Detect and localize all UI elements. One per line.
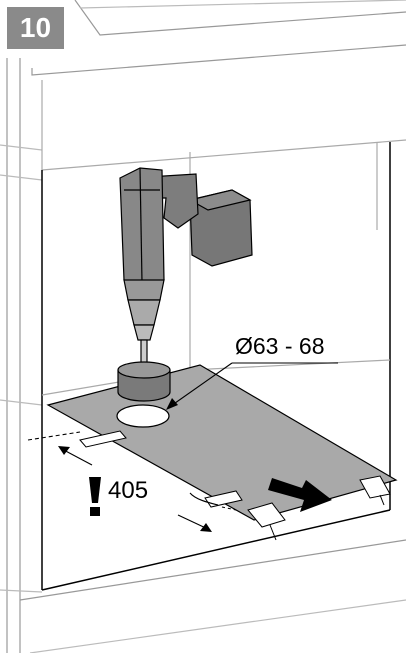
- template-plate: [46, 364, 398, 541]
- step-number-badge: 10: [7, 7, 64, 49]
- plate-tab: [204, 490, 243, 508]
- plate-tab: [359, 475, 391, 499]
- dimension-lines: [27, 431, 237, 532]
- plate-tab: [247, 502, 286, 528]
- drill-icon: [117, 167, 253, 402]
- exclamation-warning-icon: [89, 477, 101, 516]
- slide-direction-arrow-icon: [268, 478, 332, 512]
- plate-tab: [79, 430, 127, 448]
- diameter-leader: [166, 362, 338, 410]
- drilled-hole: [116, 404, 170, 428]
- hole-diameter-label: Ø63 - 68: [235, 333, 325, 359]
- setback-dimension-label: 405: [108, 477, 149, 504]
